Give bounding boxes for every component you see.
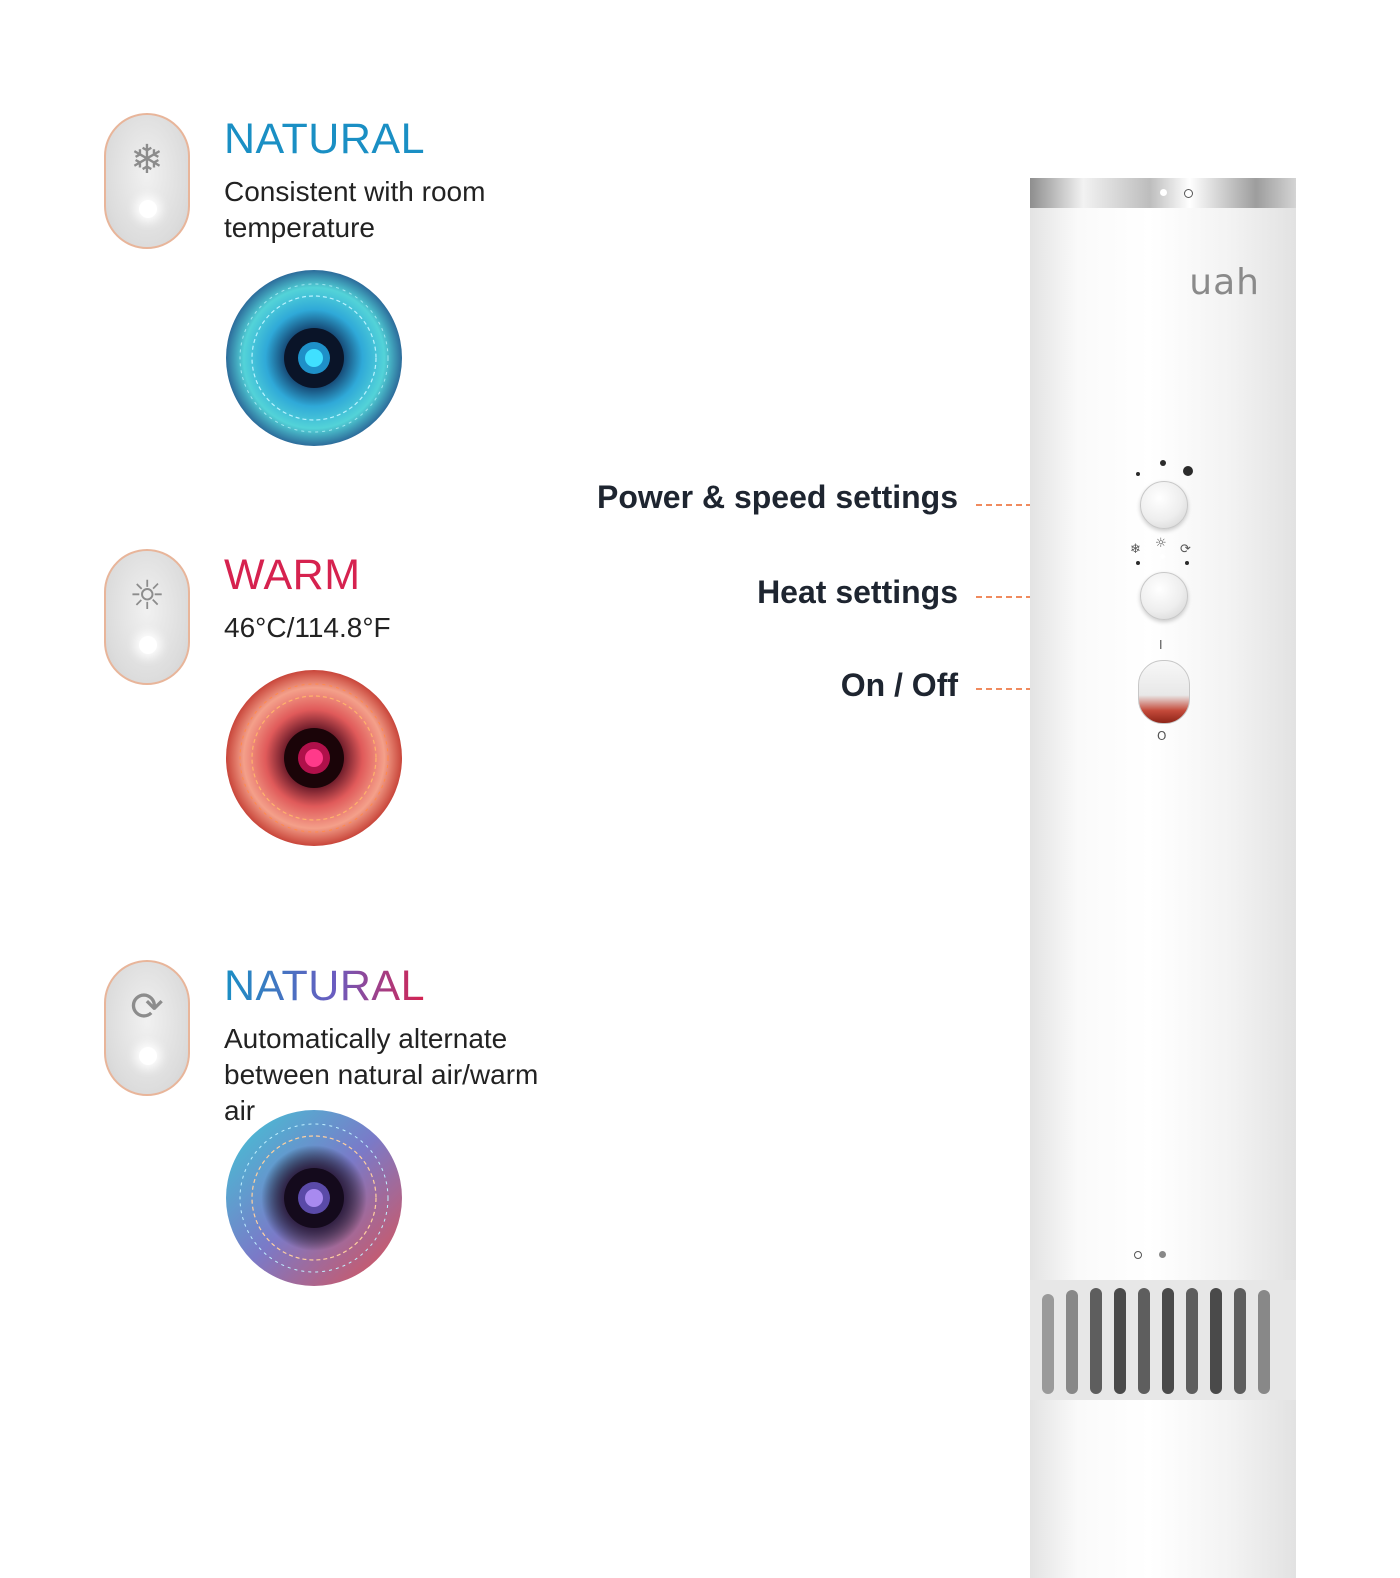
callout-power-speed: Power & speed settings — [597, 479, 958, 515]
natural-mode-indicator: ❄ — [104, 113, 190, 249]
sun-icon: ☼ — [129, 573, 165, 619]
grille-slot — [1042, 1294, 1054, 1394]
grille-slot — [1114, 1288, 1126, 1394]
power-switch[interactable] — [1138, 660, 1190, 724]
air-intake-grille — [1030, 1280, 1296, 1400]
sun-icon: ☼ — [1155, 536, 1167, 551]
indicator-light — [139, 636, 157, 654]
cool-fan-graphic — [226, 270, 402, 446]
cap-indicator-light — [1184, 189, 1193, 198]
indicator-light — [139, 1047, 157, 1065]
grille-slot — [1186, 1288, 1198, 1394]
mode-description-warm: 46°C/114.8°F — [224, 612, 391, 643]
speed-level-mid-dot — [1160, 460, 1166, 466]
snowflake-icon: ❄ — [1130, 542, 1141, 557]
indicator-light — [139, 200, 157, 218]
snowflake-icon: ❄ — [130, 137, 164, 183]
cap-indicator-light — [1160, 189, 1167, 196]
heat-settings-knob[interactable] — [1140, 572, 1188, 620]
device-top-cap — [1030, 178, 1296, 208]
grille-slot — [1090, 1288, 1102, 1394]
heat-position-dot — [1185, 561, 1189, 565]
brand-logo: uah — [1189, 262, 1260, 303]
mode-title-alternate: NATURAL — [224, 962, 426, 1010]
heat-position-dot — [1136, 561, 1140, 565]
callout-on-off: On / Off — [840, 667, 958, 703]
grille-slot — [1234, 1288, 1246, 1394]
mixed-fan-graphic — [226, 1110, 402, 1286]
grille-slot — [1162, 1288, 1174, 1394]
speed-level-high-dot — [1183, 466, 1193, 476]
warm-mode-indicator: ☼ — [104, 549, 190, 685]
heater-device: uah ❄ ☼ ⟳ I O — [1030, 178, 1296, 1578]
alternate-mode-indicator: ⟳ — [104, 960, 190, 1096]
switch-on-mark: I — [1159, 638, 1163, 652]
mode-title-natural: NATURAL — [224, 115, 426, 163]
speed-level-low-dot — [1136, 472, 1140, 476]
heat-position-dot — [1160, 554, 1165, 559]
cycle-icon: ⟳ — [130, 984, 164, 1030]
power-speed-knob[interactable] — [1140, 481, 1188, 529]
base-indicator-dot — [1134, 1251, 1142, 1259]
grille-slot — [1258, 1290, 1270, 1394]
grille-slot — [1210, 1288, 1222, 1394]
callout-heat: Heat settings — [757, 574, 958, 610]
mode-description-alternate: Automatically alternate between natural … — [224, 1023, 539, 1126]
grille-slot — [1066, 1290, 1078, 1394]
warm-fan-graphic — [226, 670, 402, 846]
mode-title-warm: WARM — [224, 551, 361, 599]
switch-off-mark: O — [1157, 729, 1167, 743]
grille-slot — [1138, 1288, 1150, 1394]
cycle-icon: ⟳ — [1180, 542, 1191, 557]
base-indicator-dot — [1159, 1251, 1166, 1258]
mode-description-natural: Consistent with room temperature — [224, 176, 486, 243]
